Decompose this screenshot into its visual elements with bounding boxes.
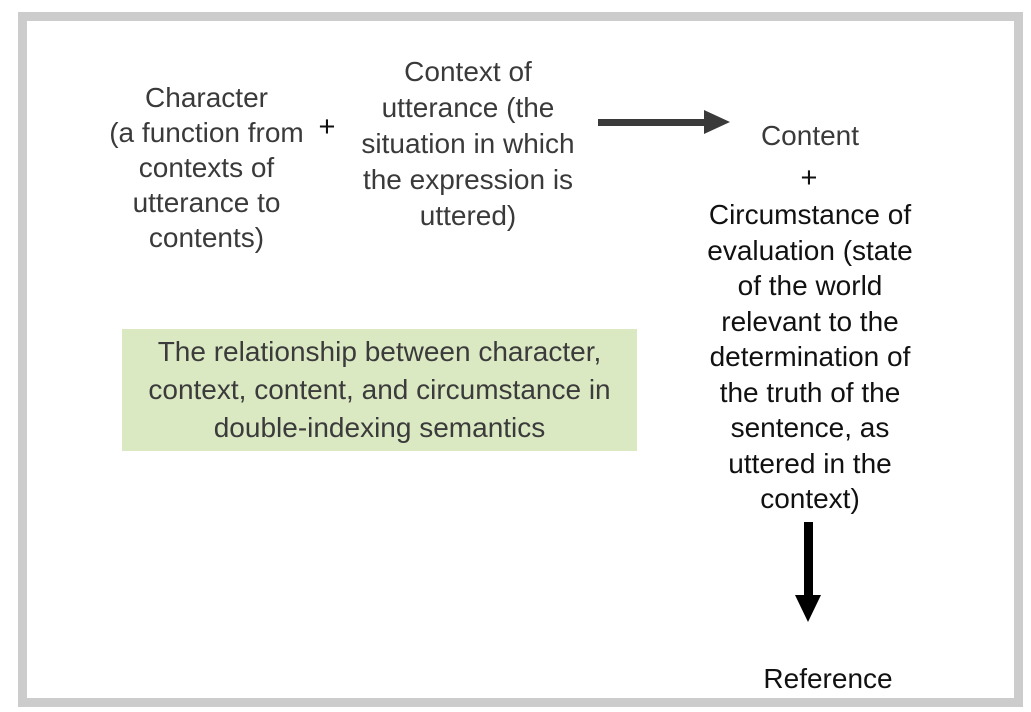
diagram-frame: Character (a function from contexts of u… [18, 12, 1023, 707]
context-block-line: uttered) [419, 200, 517, 231]
right-arrow-shaft [598, 119, 708, 126]
circumstance-block-line: determination of [709, 341, 911, 372]
caption-line: context, content, and circumstance in [148, 374, 611, 405]
plus-sign-left: + [318, 111, 336, 143]
character-block-line: contexts of [138, 152, 275, 183]
circumstance-block-line: context) [760, 483, 860, 514]
circumstance-block: Circumstance of evaluation (state of the… [685, 197, 935, 517]
circumstance-block-line: uttered in the [728, 447, 892, 479]
caption-line: double-indexing semantics [213, 412, 546, 443]
context-block-line: situation in which [361, 128, 575, 159]
context-block: Context of utterance (the situation in w… [343, 54, 593, 234]
reference-label: Reference [763, 663, 893, 694]
circumstance-block-line: sentence, as [730, 412, 890, 443]
character-block-line: contents) [148, 222, 265, 253]
character-block-line: Character [145, 82, 268, 113]
right-arrow-head [704, 110, 730, 134]
down-arrow-shaft [804, 522, 813, 598]
character-block-line: utterance to [132, 187, 281, 218]
caption-box: The relationship between character, cont… [122, 329, 637, 451]
circumstance-block-line: of the world [737, 270, 883, 301]
down-arrow-head [795, 595, 821, 622]
circumstance-block-line: evaluation (state [707, 234, 913, 266]
circumstance-block-line: relevant to the [721, 305, 899, 337]
plus-sign-right: + [800, 162, 818, 194]
context-block-line: utterance (the [381, 92, 555, 123]
character-block-line: (a function from [109, 117, 304, 148]
circumstance-block-line: Circumstance of [708, 199, 912, 230]
content-label: Content [760, 120, 860, 151]
context-block-line: the expression is [362, 164, 574, 195]
caption-line: The relationship between character, [157, 336, 602, 367]
caption-text: The relationship between character, cont… [122, 333, 637, 447]
character-block: Character (a function from contexts of u… [84, 80, 329, 255]
circumstance-block-line: the truth of the [719, 376, 901, 408]
context-block-line: Context of [404, 56, 532, 87]
